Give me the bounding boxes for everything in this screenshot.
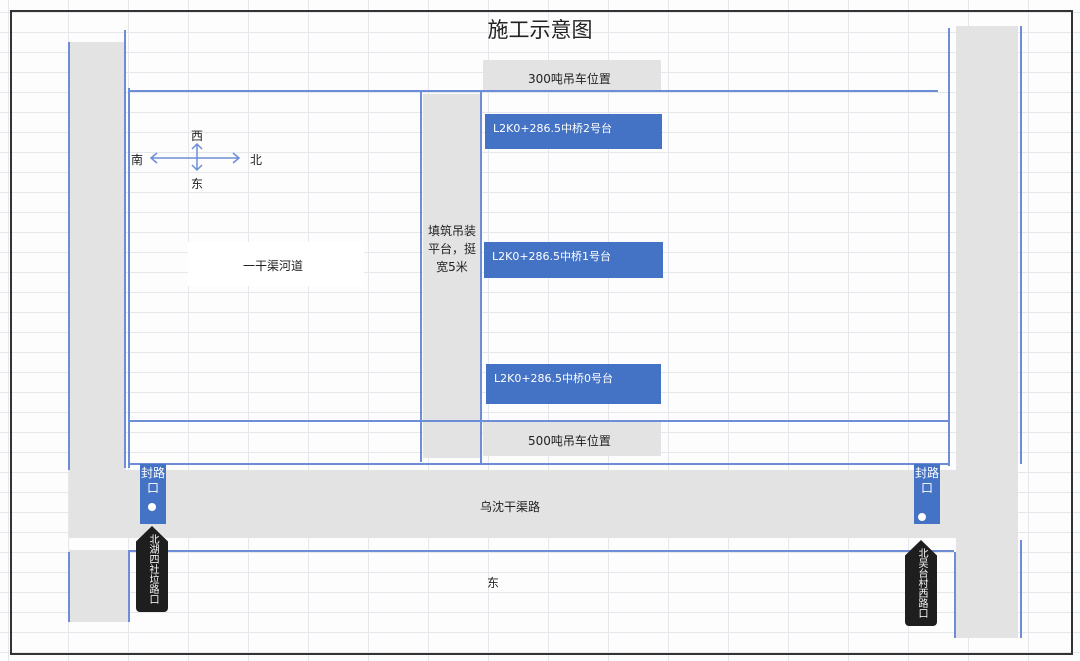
river-label-bg	[188, 242, 364, 286]
top-boundary-line	[128, 90, 938, 92]
diagram-frame	[10, 10, 1073, 655]
river-inner-line	[128, 88, 130, 468]
pin-right-label: 北吴台村西路口	[916, 548, 927, 618]
compass-arrows	[149, 142, 241, 172]
road-closure-right: 封路口	[914, 464, 940, 524]
river-label: 一干渠河道	[243, 259, 304, 273]
right-lower-line	[954, 552, 956, 638]
road-name: 乌沈干渠路	[480, 500, 541, 514]
road-closure-left: 封路口	[140, 464, 166, 524]
closure-right-dot	[918, 513, 926, 521]
crane-top-label: 300吨吊车位置	[528, 72, 611, 86]
platform-right-line	[480, 92, 482, 464]
abutment-0: L2K0+286.5中桥0号台	[486, 364, 661, 404]
map-pin-right	[905, 540, 937, 626]
compass-south: 南	[131, 153, 144, 167]
diagram-title: 施工示意图	[487, 18, 593, 42]
right-lower-boundary-line	[1020, 540, 1022, 638]
pin-left-label: 北湖四社垃路口	[147, 534, 158, 604]
road-top-line	[128, 463, 950, 465]
left-road-strip-lower	[69, 550, 129, 622]
compass-east: 东	[191, 177, 204, 191]
bottom-east-label: 东	[487, 576, 500, 590]
left-boundary-line	[68, 42, 70, 470]
abutment-2: L2K0+286.5中桥2号台	[485, 114, 662, 149]
main-road	[69, 470, 959, 538]
left-lower-inner-line	[128, 552, 130, 622]
lifting-platform	[423, 94, 481, 458]
left-road-strip	[69, 42, 126, 470]
abutment-1: L2K0+286.5中桥1号台	[484, 242, 663, 278]
crane-top-area	[483, 60, 661, 92]
platform-label: 填筑吊装平台，挺宽5米	[427, 224, 476, 274]
crane-bottom-area	[483, 422, 661, 456]
compass-west: 西	[191, 129, 204, 143]
right-inner-line	[948, 28, 950, 466]
road-bottom-line	[128, 550, 954, 552]
compass-north: 北	[250, 153, 263, 167]
platform-left-line	[420, 92, 422, 462]
left-inner-line	[124, 30, 126, 468]
right-road-strip	[956, 26, 1018, 638]
right-boundary-line	[1020, 26, 1022, 464]
map-pin-left	[136, 526, 168, 612]
crane-bottom-label: 500吨吊车位置	[528, 434, 611, 448]
closure-left-dot	[148, 503, 156, 511]
bottom-boundary-line	[128, 420, 948, 422]
left-lower-line	[68, 552, 70, 622]
